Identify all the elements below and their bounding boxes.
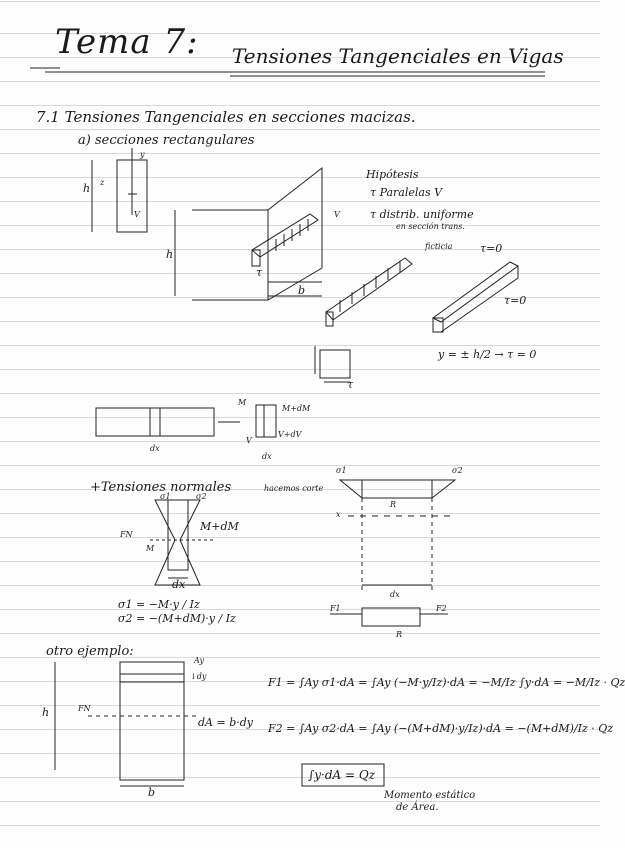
example-dy: ↓dy [190, 672, 207, 681]
example-heading: otro ejemplo: [46, 644, 134, 659]
normal-dx: dx [172, 578, 186, 591]
element-dx-2: dx [262, 452, 272, 461]
example-eq2: F2 = ∫Ay σ2·dA = ∫Ay (−(M+dM)·y/Iz)·dA =… [268, 722, 614, 735]
normal-heading: +Tensiones normales [90, 480, 232, 495]
section-heading: 7.1 Tensiones Tangenciales en secciones … [36, 108, 416, 126]
example-ay: Ay [194, 656, 204, 665]
example-h: h [42, 706, 50, 719]
example-eq1: F1 = ∫Ay σ1·dA = ∫Ay (−M·y/Iz)·dA = −M/I… [268, 676, 625, 689]
element-v-plus: V+dV [278, 430, 302, 439]
normal-fn: FN [120, 530, 133, 539]
element-dx: dx [150, 444, 160, 453]
section-subheading: a) secciones rectangulares [78, 133, 255, 148]
force-r: R [396, 630, 403, 639]
label-h: h [83, 182, 91, 195]
cut-dx: dx [390, 590, 400, 599]
cut-x: x [336, 510, 341, 519]
label-y: y [140, 150, 145, 159]
element-m: M [238, 398, 247, 407]
example-da: dA = b·dy [198, 716, 253, 729]
force-f2: F2 [436, 604, 447, 613]
tau-zero-side: τ=0 [504, 294, 527, 307]
hypotheses-line2: τ distrib. uniforme [370, 208, 474, 221]
hypotheses-title: Hipótesis [366, 168, 419, 181]
example-note1: Momento estático [384, 790, 476, 801]
cut-sigma1: σ1 [336, 466, 347, 475]
cut-label: hacemos corte [264, 484, 324, 493]
hypotheses-line1: τ Paralelas V [370, 186, 443, 199]
label-z: z [100, 178, 105, 187]
label-v-right: V [334, 210, 340, 219]
tau-zero-top: τ=0 [480, 242, 503, 255]
title-prefix: Tema 7: [55, 22, 199, 62]
normal-formula1: σ1 = −M·y / Iz [118, 598, 200, 611]
label-tau: τ [256, 266, 263, 279]
cut-r: R [390, 500, 397, 509]
fictional-label: ficticia [425, 242, 453, 251]
example-b: b [148, 786, 156, 799]
element-m-plus: M+dM [282, 404, 311, 413]
example-box: ∫y·dA = Qz [308, 768, 376, 782]
example-note2: de Área. [396, 802, 439, 813]
line-art [30, 67, 545, 787]
force-f1: F1 [330, 604, 341, 613]
element-v: V [246, 436, 252, 445]
label-b: b [298, 284, 306, 297]
normal-sigma2: σ2 [196, 492, 207, 501]
ruled-paper [0, 0, 600, 848]
hypotheses-line3: en sección trans. [396, 222, 465, 231]
title-text: Tensiones Tangenciales en Vigas [232, 44, 564, 68]
element-tau: τ [347, 378, 354, 391]
label-h-side: h [166, 248, 174, 261]
normal-formula2: σ2 = −(M+dM)·y / Iz [118, 612, 236, 625]
normal-m: M [146, 544, 155, 553]
example-fn: FN [78, 704, 91, 713]
label-v: V [134, 210, 140, 219]
normal-sigma1: σ1 [160, 492, 171, 501]
cut-sigma2: σ2 [452, 466, 463, 475]
normal-m-plus: M+dM [200, 520, 239, 533]
tau-condition: y = ± h/2 → τ = 0 [438, 348, 537, 361]
